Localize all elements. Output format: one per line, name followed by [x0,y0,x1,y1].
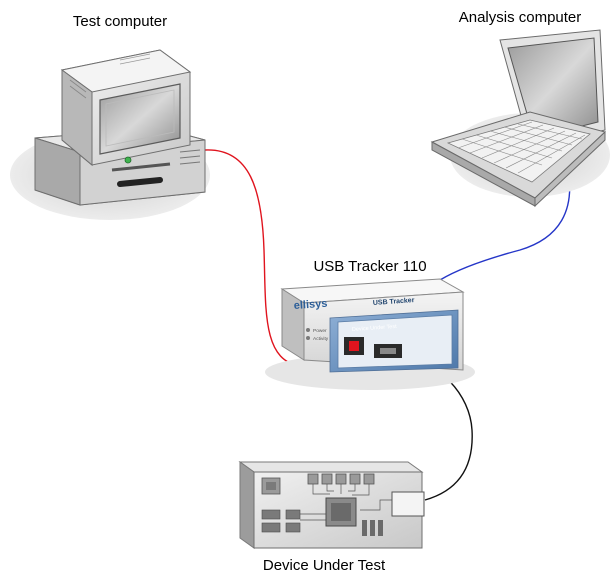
device-under-test-label: Device Under Test [263,557,386,574]
test-computer-icon [10,49,210,220]
product-name-text: USB Tracker [373,297,415,307]
brand-logo-text: ellisys [293,298,327,312]
usb-tracker-label: USB Tracker 110 [313,258,426,275]
test-computer-label: Test computer [73,13,167,30]
analysis-computer-label: Analysis computer [459,9,582,26]
activity-led-label: Activity [313,336,329,342]
panel-title-text: Device Under Test [352,324,398,333]
usb-a-plug-icon [380,348,396,354]
activity-led-icon [306,336,310,340]
device-under-test-board-icon [238,461,425,549]
blue-usb-cable [439,169,571,281]
power-led-icon [306,328,310,332]
power-led-label: Power [313,328,327,334]
usb-tracker-device: ellisys USB Tracker Device Under Test Po… [265,278,475,390]
red-plug-icon [349,341,359,351]
analysis-computer-icon [430,29,610,208]
